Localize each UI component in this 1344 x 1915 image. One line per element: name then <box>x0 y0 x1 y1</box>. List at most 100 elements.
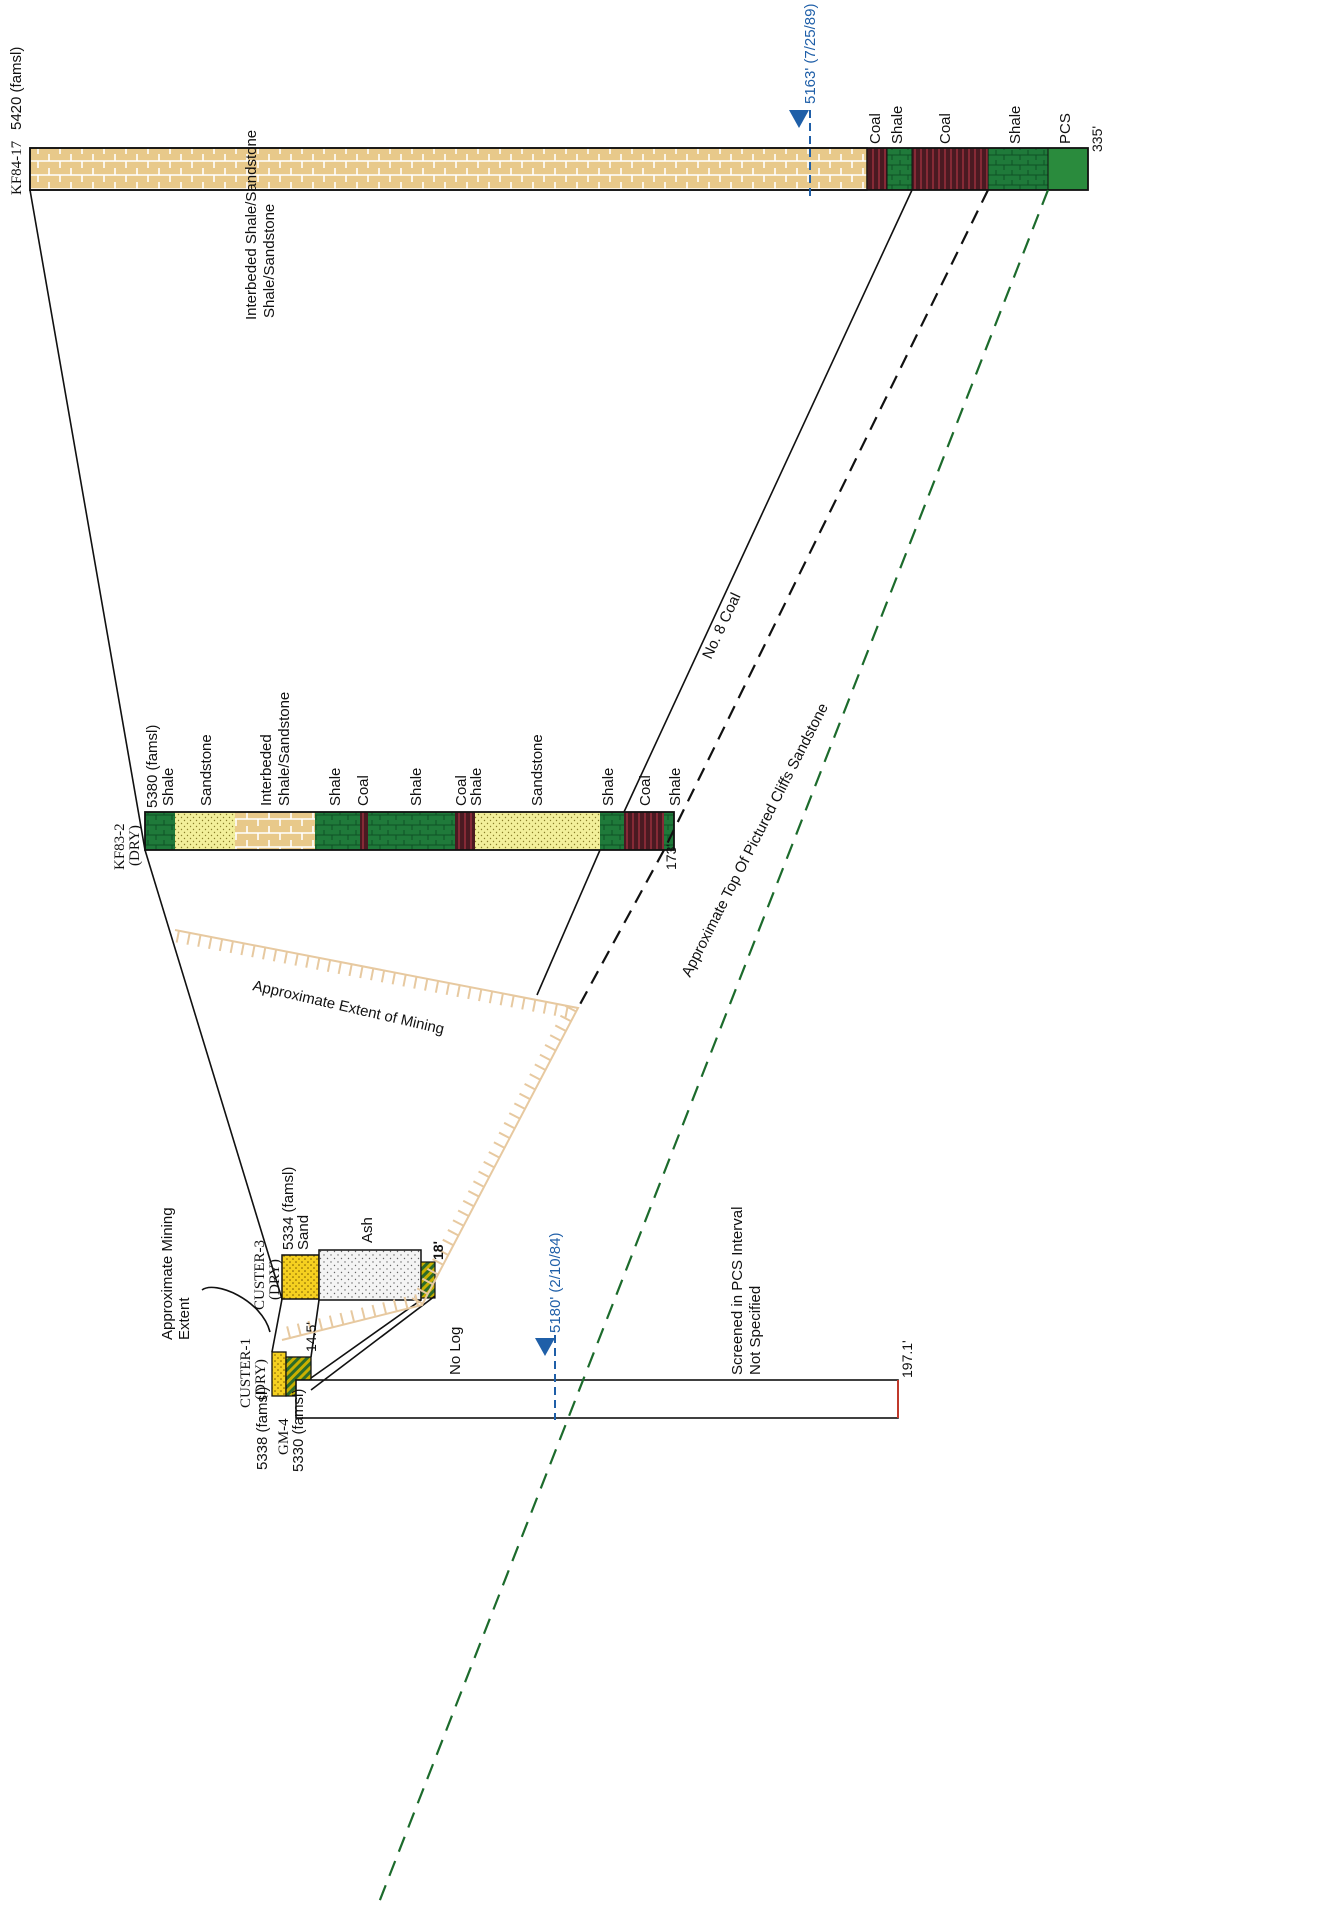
mining-extent-tick <box>501 993 503 1005</box>
custer3-ash <box>319 1250 421 1300</box>
kf83-coal-2 <box>624 812 664 850</box>
mining-extent-tick <box>187 933 189 945</box>
kf83-interbedded <box>235 812 315 850</box>
mining-extent-tick <box>425 979 427 991</box>
mining-extent-tick <box>341 1313 344 1325</box>
mining-extent-tick <box>555 1004 557 1016</box>
kf83-sandstone-label-2: Sandstone <box>529 734 546 806</box>
gm4-column <box>296 1380 898 1418</box>
mining-extent-tick <box>287 1326 290 1338</box>
kf83-shale-2 <box>315 812 360 850</box>
mining-extent-tick <box>555 1025 566 1031</box>
mining-extent-tick <box>490 991 492 1003</box>
gm4-depth: 197.1' <box>899 1340 915 1378</box>
kf84-interbedded-label-1: Interbeded Shale/Sandstone <box>243 130 260 320</box>
gm4-screened-label-2: Not Specified <box>747 1286 764 1375</box>
mining-extent-tick <box>263 947 265 959</box>
mining-extent-tick <box>509 1113 520 1119</box>
mining-extent-tick <box>241 943 243 955</box>
kf83-shale-label-3: Shale <box>408 768 425 806</box>
mining-extent-tick <box>360 966 362 978</box>
mining-extent-tick <box>540 1055 551 1061</box>
mining-extent-tick <box>414 977 416 989</box>
kf83-coal-shale-label-2: Shale <box>468 768 485 806</box>
kf83-status: (DRY) <box>127 825 143 866</box>
mining-extent-tick <box>463 1201 474 1207</box>
mining-extent-tick <box>525 1084 536 1090</box>
mining-callout-label-1: Approximate Mining <box>159 1207 176 1340</box>
custer3-depth: 18' <box>430 1241 446 1260</box>
mining-extent-tick <box>544 1002 546 1014</box>
mining-extent-tick <box>274 950 276 962</box>
kf83-elevation: 5380 (famsl) <box>144 725 161 808</box>
well-gm-4 <box>296 1380 898 1418</box>
mining-extent-tick <box>468 987 470 999</box>
mining-extent-tick <box>519 1094 530 1100</box>
kf84-coal-label-1: Coal <box>867 113 884 144</box>
kf84-elevation: 5420 (famsl) <box>8 47 25 130</box>
coal-base-dashed-line-lower <box>578 850 664 1008</box>
mining-extent-tick <box>177 931 179 943</box>
kf84-shale-layer-1 <box>887 148 912 190</box>
mining-extent-tick <box>499 1133 510 1139</box>
kf84-pcs-layer <box>1048 148 1088 190</box>
pcs-top-label: Approximate Top Of Pictured Cliffs Sands… <box>678 701 831 980</box>
mining-extent-tick <box>351 1310 354 1322</box>
mining-extent-tick <box>533 1000 535 1012</box>
kf84-coal-label-2: Coal <box>937 113 954 144</box>
kf83-well-name: KF83-2 <box>112 823 128 870</box>
mining-extent-tick <box>479 989 481 1001</box>
pcs-top-dashed-line <box>378 190 1048 1905</box>
mining-extent-tick <box>220 939 222 951</box>
kf83-interbedded-label-2: Shale/Sandstone <box>276 692 293 806</box>
mining-extent-tick <box>550 1035 561 1041</box>
gm4-screened-label-1: Screened in PCS Interval <box>729 1207 746 1375</box>
custer3-status: (DRY) <box>267 1259 283 1300</box>
gm4-water-level-icon <box>535 1338 555 1356</box>
mining-extent-tick <box>436 981 438 993</box>
mining-extent-tick <box>530 1074 541 1080</box>
kf83-interbedded-label-1: Interbeded <box>258 734 275 806</box>
mining-extent-tick <box>457 985 459 997</box>
mining-extent-tick <box>393 973 395 985</box>
custer1-well-name: CUSTER-1 <box>238 1338 254 1408</box>
kf83-sandstone-1 <box>175 812 235 850</box>
kf83-shale-4 <box>600 812 624 850</box>
mining-extent-tick <box>231 941 233 953</box>
mining-extent-tick <box>198 935 200 947</box>
mining-extent-tick <box>349 964 351 976</box>
mining-extent-tick <box>403 975 405 987</box>
no8-coal-line-lower <box>537 850 600 995</box>
mining-extent-tick <box>458 1210 469 1216</box>
mining-extent-tick <box>339 962 341 974</box>
kf83-shale-label-4: Shale <box>600 768 617 806</box>
custer-link-2 <box>311 1300 421 1378</box>
custer3-ash-label: Ash <box>359 1217 376 1243</box>
mining-extent-tick <box>511 996 513 1008</box>
kf84-interbedded-label-2: Shale/Sandstone <box>261 204 278 318</box>
top-correlation-line-1 <box>30 190 145 850</box>
custer1-elevation: 5338 (famsl) <box>254 1387 271 1470</box>
mining-extent-tick <box>383 1302 386 1314</box>
kf83-sandstone-2 <box>475 812 600 850</box>
mining-extent-tick <box>522 998 524 1010</box>
kf83-shale-label-5: Shale <box>667 768 684 806</box>
mining-extent-tick <box>473 1181 484 1187</box>
mining-extent-tick <box>394 1300 397 1312</box>
kf84-well-name: KF84-17 <box>9 140 25 195</box>
mining-extent-tick <box>362 1308 365 1320</box>
mining-extent-tick <box>295 954 297 966</box>
mining-extent-tick <box>252 945 254 957</box>
mining-extent-tick <box>298 1324 301 1336</box>
kf84-shale-label-1: Shale <box>889 106 906 144</box>
well-kf84-17 <box>30 148 1088 190</box>
kf83-coal-shale <box>455 812 475 850</box>
custer3-sand-label: Sand <box>295 1215 312 1250</box>
kf83-shale-3 <box>368 812 455 850</box>
kf83-coal-1 <box>360 812 368 850</box>
mining-extent-tick <box>317 958 319 970</box>
gm4-water-level-label: 5180' (2/10/84) <box>547 1233 564 1333</box>
kf84-shale-label-2: Shale <box>1007 106 1024 144</box>
custer1-depth: 14.5' <box>303 1322 319 1352</box>
